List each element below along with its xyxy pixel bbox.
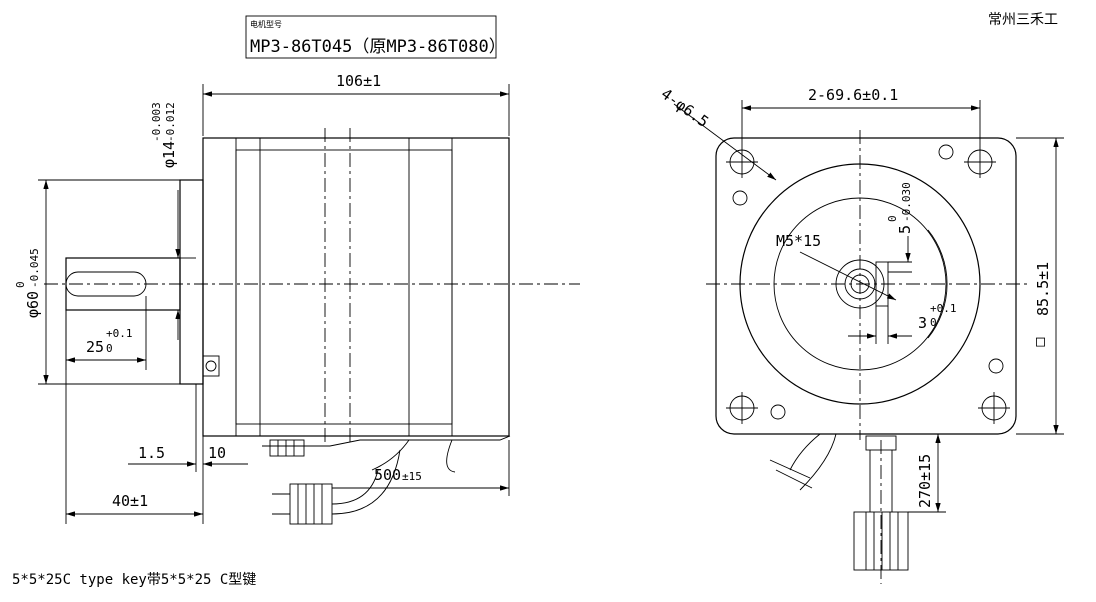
model-label: 电机型号 — [250, 19, 282, 29]
model-name: MP3-86T045（原MP3-86T080） — [250, 37, 506, 57]
flange-dia-dim: φ60 — [24, 291, 42, 318]
shaft-dia-upper-tol: -0.003 — [150, 102, 163, 142]
square-symbol: □ — [1036, 332, 1045, 350]
thread-dim: M5*15 — [776, 232, 821, 250]
key-length-upper-tol: +0.1 — [106, 327, 133, 340]
flange-dia-lower-tol: -0.045 — [28, 248, 41, 288]
mount-holes-dim: 4-φ6.5 — [658, 85, 712, 131]
key-depth-dim: 3 — [918, 314, 927, 332]
key-width-dim: 5 — [896, 225, 914, 234]
length-dim: 106±1 — [336, 72, 381, 90]
mount-hole-br — [978, 392, 1010, 424]
side-view: 106±1 φ14 -0.003 -0.012 φ60 0 -0.045 25 … — [14, 72, 580, 525]
watermark: 常州三禾工 — [988, 12, 1058, 28]
key-depth-lower-tol: 0 — [930, 316, 937, 329]
key-length-dim: 25 — [86, 338, 104, 356]
key-width-lower-tol: -0.030 — [900, 182, 913, 222]
flange-dia-upper-tol: 0 — [14, 281, 27, 288]
model-title-box: 电机型号 MP3-86T045（原MP3-86T080） — [245, 15, 506, 59]
shaft-length-dim: 40±1 — [112, 492, 148, 510]
mount-hole-bl — [726, 392, 758, 424]
shaft-dia-lower-tol: -0.012 — [164, 102, 177, 142]
front-lead-length-dim: 270±15 — [916, 454, 934, 508]
key-type-note: 5*5*25C type key带5*5*25 C型键 — [12, 572, 256, 588]
side-lead-length-dim: 500 — [374, 466, 401, 484]
square-size-dim: 85.5±1 — [1034, 262, 1052, 316]
shaft-dia-dim: φ14 — [160, 141, 178, 168]
side-lead-length-tol: ±15 — [402, 470, 422, 483]
key-width-upper-tol: 0 — [886, 215, 899, 222]
front-view: 4-φ6.5 2-69.6±0.1 M5*15 5 0 -0.030 3 +0.… — [658, 85, 1064, 584]
flange-thickness-dim: 1.5 — [138, 444, 165, 462]
key-depth-upper-tol: +0.1 — [930, 302, 957, 315]
mount-hole-tr — [964, 146, 996, 178]
flange-length-dim: 10 — [208, 444, 226, 462]
mount-hole-tl — [726, 146, 758, 178]
key-length-lower-tol: 0 — [106, 342, 113, 355]
hole-spacing-dim: 2-69.6±0.1 — [808, 86, 898, 104]
